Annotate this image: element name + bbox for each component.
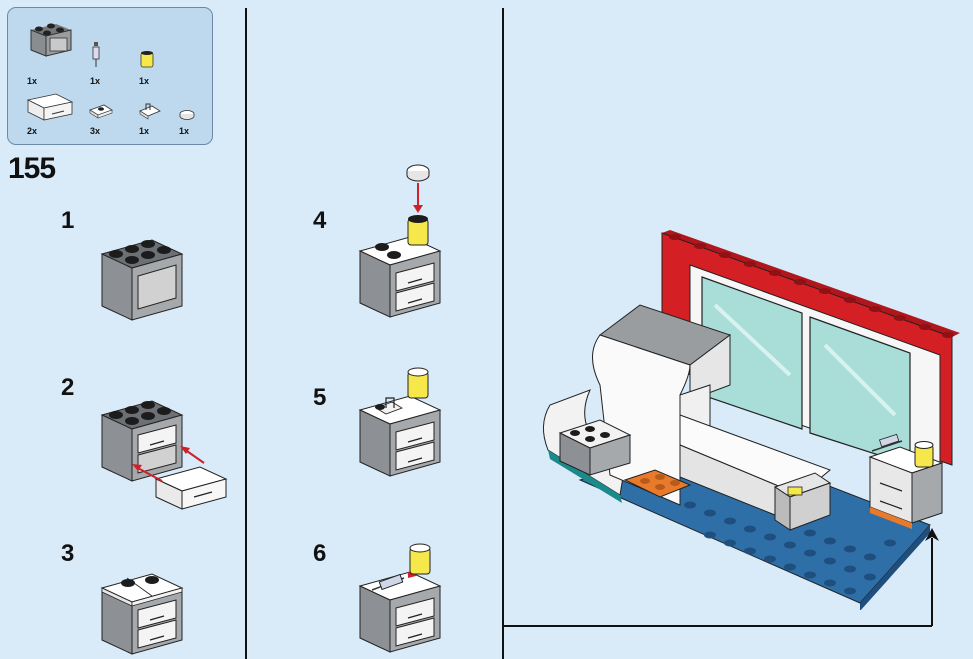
part-qty: 1x <box>179 126 190 136</box>
callout-line <box>931 538 933 626</box>
jar-part-icon <box>139 50 155 70</box>
callout-line <box>504 625 932 627</box>
part-qty: 1x <box>139 76 150 86</box>
drawer-part-icon <box>26 92 74 122</box>
column-divider <box>245 8 247 659</box>
step-number: 3 <box>61 540 75 567</box>
step-number: 5 <box>313 384 327 411</box>
plate-stud-part-icon <box>88 102 114 120</box>
step-1-cabinet-illustration <box>100 232 184 322</box>
step-2-drawer-illustration <box>100 393 230 513</box>
assembled-model-illustration <box>530 225 970 610</box>
callout-arrow-icon <box>924 528 940 542</box>
syringe-part-icon <box>90 42 102 68</box>
step-number: 6 <box>313 540 327 567</box>
part-qty: 3x <box>90 126 101 136</box>
cabinet-part-icon <box>26 16 76 60</box>
step-5-clip-illustration <box>358 364 448 480</box>
part-qty: 2x <box>27 126 38 136</box>
step-number: 1 <box>61 207 75 234</box>
step-number: 2 <box>61 374 75 401</box>
clip-plate-part-icon <box>138 101 162 121</box>
column-divider <box>502 8 504 659</box>
step-4-jar-illustration <box>358 163 448 321</box>
part-qty: 1x <box>27 76 38 86</box>
part-qty: 1x <box>90 76 101 86</box>
part-qty: 1x <box>139 126 150 136</box>
step-number: 4 <box>313 207 327 234</box>
step-3-cabinet-illustration <box>100 566 184 658</box>
step-6-syringe-illustration <box>358 538 448 656</box>
page-number: 155 <box>8 152 56 185</box>
parts-list-box: 1x 1x 1x 2x 3x <box>7 7 213 145</box>
round-tile-part-icon <box>178 109 196 121</box>
